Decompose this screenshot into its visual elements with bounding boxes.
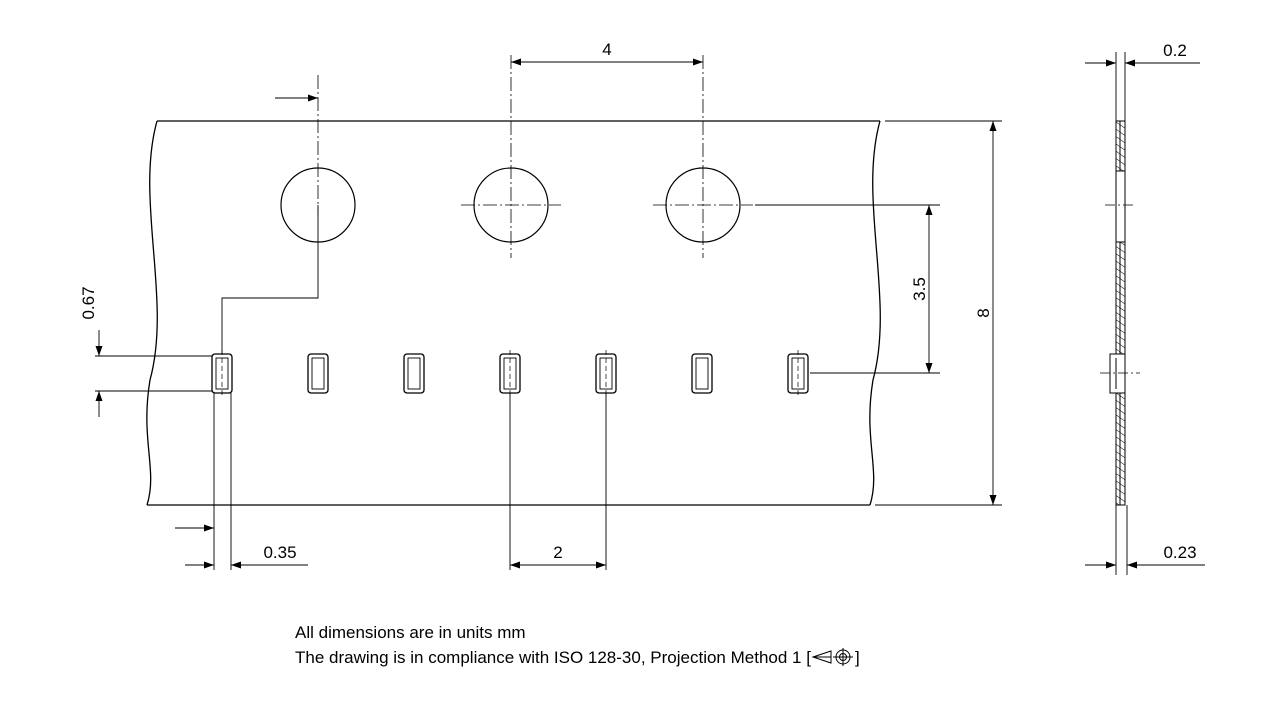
dim-pocket-width [95, 330, 212, 417]
carrier-hatch [1115, 392, 1126, 506]
carrier-hatch [1115, 241, 1126, 355]
leader-hole-edge [221, 94, 319, 354]
pocket [691, 353, 713, 394]
note-compliance-suffix: ] [854, 648, 860, 667]
dim-label-pocket-width: 0.67 [79, 286, 98, 319]
dim-label-pocket-pitch: 2 [553, 543, 562, 562]
carrier-blank [1115, 170, 1126, 243]
note-compliance-prefix: The drawing is in compliance with ISO 12… [295, 648, 811, 667]
dim-label-cover-thickness: 0.2 [1163, 41, 1187, 60]
pocket-profile [1109, 353, 1126, 394]
dim-pocket-pitch [509, 393, 607, 570]
dim-pocket-length [175, 393, 308, 570]
dim-carrier-thickness [1085, 505, 1205, 575]
dim-cover-thickness [1085, 52, 1200, 121]
note-compliance: The drawing is in compliance with ISO 12… [295, 647, 860, 668]
hole-center-lines [317, 55, 753, 258]
dim-label-tape-width: 8 [974, 308, 993, 317]
dim-tape-width [875, 120, 1002, 506]
first-angle-projection-icon [811, 648, 853, 666]
side-view-center-lines [1100, 204, 1140, 374]
side-view [1109, 120, 1126, 506]
tape-outline [146, 120, 881, 506]
pocket [307, 353, 329, 394]
dim-hole-to-pocket [755, 204, 940, 374]
carrier-hatch [1115, 120, 1126, 172]
dim-label-hole-to-pocket: 3.5 [910, 277, 929, 301]
pockets [211, 353, 809, 394]
dim-label-carrier-thickness: 0.23 [1163, 543, 1196, 562]
note-units: All dimensions are in units mm [295, 623, 526, 642]
pocket-center-lines [221, 350, 799, 398]
dim-label-hole-pitch: 4 [602, 40, 611, 59]
pocket [403, 353, 425, 394]
dim-label-pocket-length: 0.35 [263, 543, 296, 562]
